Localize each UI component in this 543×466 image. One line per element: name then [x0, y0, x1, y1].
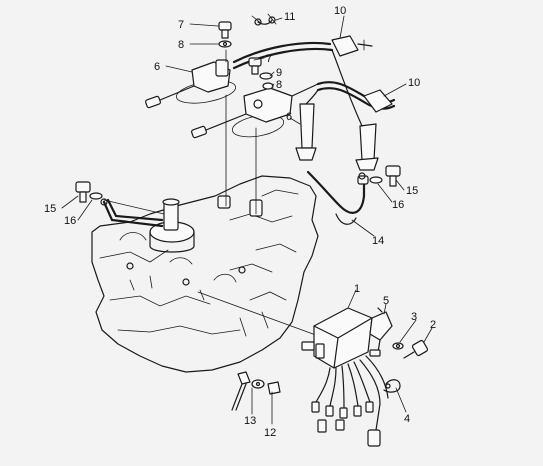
- ignition-coil-right: [191, 83, 319, 139]
- callout-3: 3: [411, 311, 417, 323]
- callout-15: 15: [406, 185, 418, 197]
- callout-1: 1: [354, 283, 360, 295]
- bolt-part-13: [231, 371, 251, 411]
- callout-10: 10: [334, 5, 346, 17]
- bolt-part-12: [251, 379, 281, 395]
- left-bolt-and-pipe: [75, 181, 164, 228]
- callout-labels: 7 8 6 7 9 8 11 10 10 6 15 16 14 15 16 1 …: [44, 5, 436, 439]
- ground-lead: [306, 170, 369, 225]
- screws-and-washers: [218, 21, 274, 90]
- callout-9: 9: [276, 67, 282, 79]
- callout-16: 16: [64, 215, 76, 227]
- callout-8: 8: [178, 39, 184, 51]
- right-bolt: [369, 165, 401, 187]
- cdi-unit: [301, 307, 389, 447]
- rectifier-part-5: [369, 307, 393, 357]
- engine-block: [91, 175, 319, 373]
- callout-11: 11: [284, 11, 295, 23]
- washer-part-3: [392, 342, 404, 350]
- ignition-coil-left: [145, 49, 236, 109]
- callout-16: 16: [392, 199, 404, 211]
- high-tension-cords: [232, 35, 396, 171]
- callout-6: 6: [286, 111, 292, 123]
- bolt-part-2: [403, 339, 429, 359]
- leader-lines: [61, 15, 433, 425]
- wire-clamp: [251, 13, 277, 26]
- callout-15: 15: [44, 203, 56, 215]
- callout-4: 4: [404, 413, 410, 425]
- callout-2: 2: [430, 319, 436, 331]
- callout-7: 7: [266, 53, 272, 65]
- callout-10: 10: [408, 77, 420, 89]
- alignment-lines: [103, 94, 325, 339]
- clamp-part-4: [383, 379, 401, 393]
- callout-13: 13: [244, 415, 256, 427]
- callout-7: 7: [178, 19, 184, 31]
- callout-6: 6: [154, 61, 160, 73]
- callout-8: 8: [276, 79, 282, 91]
- callout-5: 5: [383, 295, 389, 307]
- callout-12: 12: [264, 427, 276, 439]
- callout-14: 14: [372, 235, 384, 247]
